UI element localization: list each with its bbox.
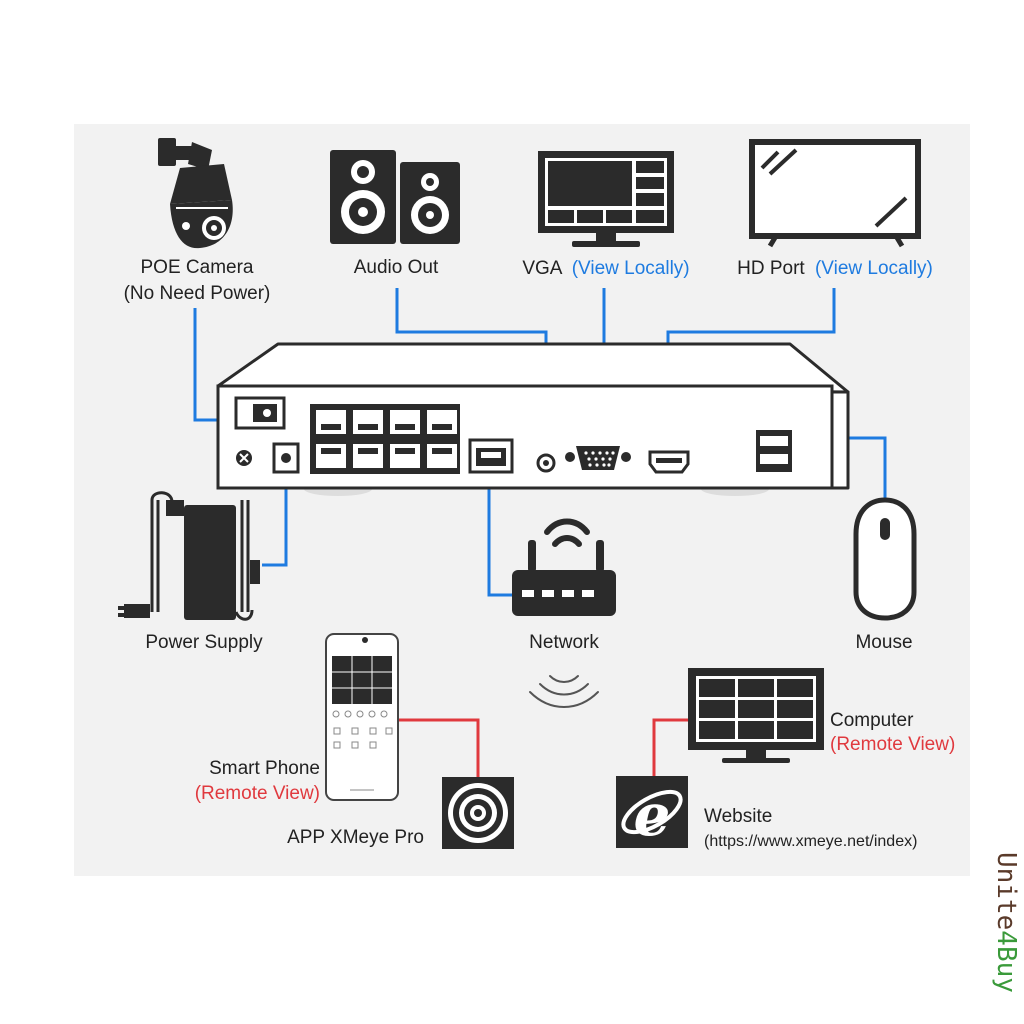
xmeye-app-icon <box>442 777 514 849</box>
vga-label-group: VGA (View Locally) <box>522 258 689 279</box>
mouse-label: Mouse <box>855 632 912 653</box>
power-line <box>262 478 288 567</box>
computer-label: Computer <box>830 710 914 731</box>
browser-e-icon: e <box>616 776 688 849</box>
network-line <box>487 462 512 597</box>
nvr-recorder <box>216 342 850 496</box>
lan-port-icon <box>468 438 514 474</box>
power-supply-label: Power Supply <box>145 632 263 653</box>
power-supply-icon <box>118 491 260 621</box>
brand-watermark: Unite4Buy <box>991 852 1021 993</box>
remote-connection-lines <box>398 718 688 790</box>
watermark-part2: 4 <box>991 930 1021 946</box>
hd-tv-icon <box>749 139 921 248</box>
website-label: Website <box>704 806 772 827</box>
phone-app-line <box>398 718 480 790</box>
hd-port-label: HD Port <box>737 258 805 279</box>
mouse-icon <box>853 497 917 621</box>
router-icon <box>512 518 616 616</box>
app-label: APP XMeye Pro <box>287 827 424 848</box>
audio-jack-icon <box>536 453 556 473</box>
computer-web-line <box>652 718 688 778</box>
diagram-panel <box>74 124 970 876</box>
power-switch-icon <box>234 396 286 430</box>
watermark-part3: Buy <box>991 946 1021 993</box>
computer-monitor-icon <box>688 668 824 763</box>
audio-out-label: Audio Out <box>354 257 439 278</box>
usb-ports-icon <box>756 430 792 472</box>
hdmi-port-icon <box>648 450 690 474</box>
wireless-signal-icon <box>529 675 599 708</box>
hd-port-note: (View Locally) <box>815 258 933 279</box>
website-url: (https://www.xmeye.net/index) <box>704 833 917 850</box>
speakers-icon <box>330 150 460 244</box>
vga-monitor-icon <box>538 151 674 247</box>
poe-ports-icon <box>310 404 460 474</box>
vga-label: VGA <box>522 258 562 279</box>
poe-camera-note: (No Need Power) <box>124 283 271 304</box>
poe-camera-label: POE Camera <box>141 257 254 278</box>
poe-camera-icon <box>158 138 233 249</box>
hd-port-label-group: HD Port (View Locally) <box>737 258 933 279</box>
watermark-part1: Unite <box>991 852 1021 930</box>
network-label: Network <box>529 632 599 653</box>
vga-port-icon <box>565 446 631 470</box>
smart-phone-label: Smart Phone <box>209 758 320 779</box>
vga-note: (View Locally) <box>572 258 690 279</box>
smartphone-icon <box>325 633 399 801</box>
smart-phone-note: (Remote View) <box>195 783 320 804</box>
computer-note: (Remote View) <box>830 734 955 755</box>
